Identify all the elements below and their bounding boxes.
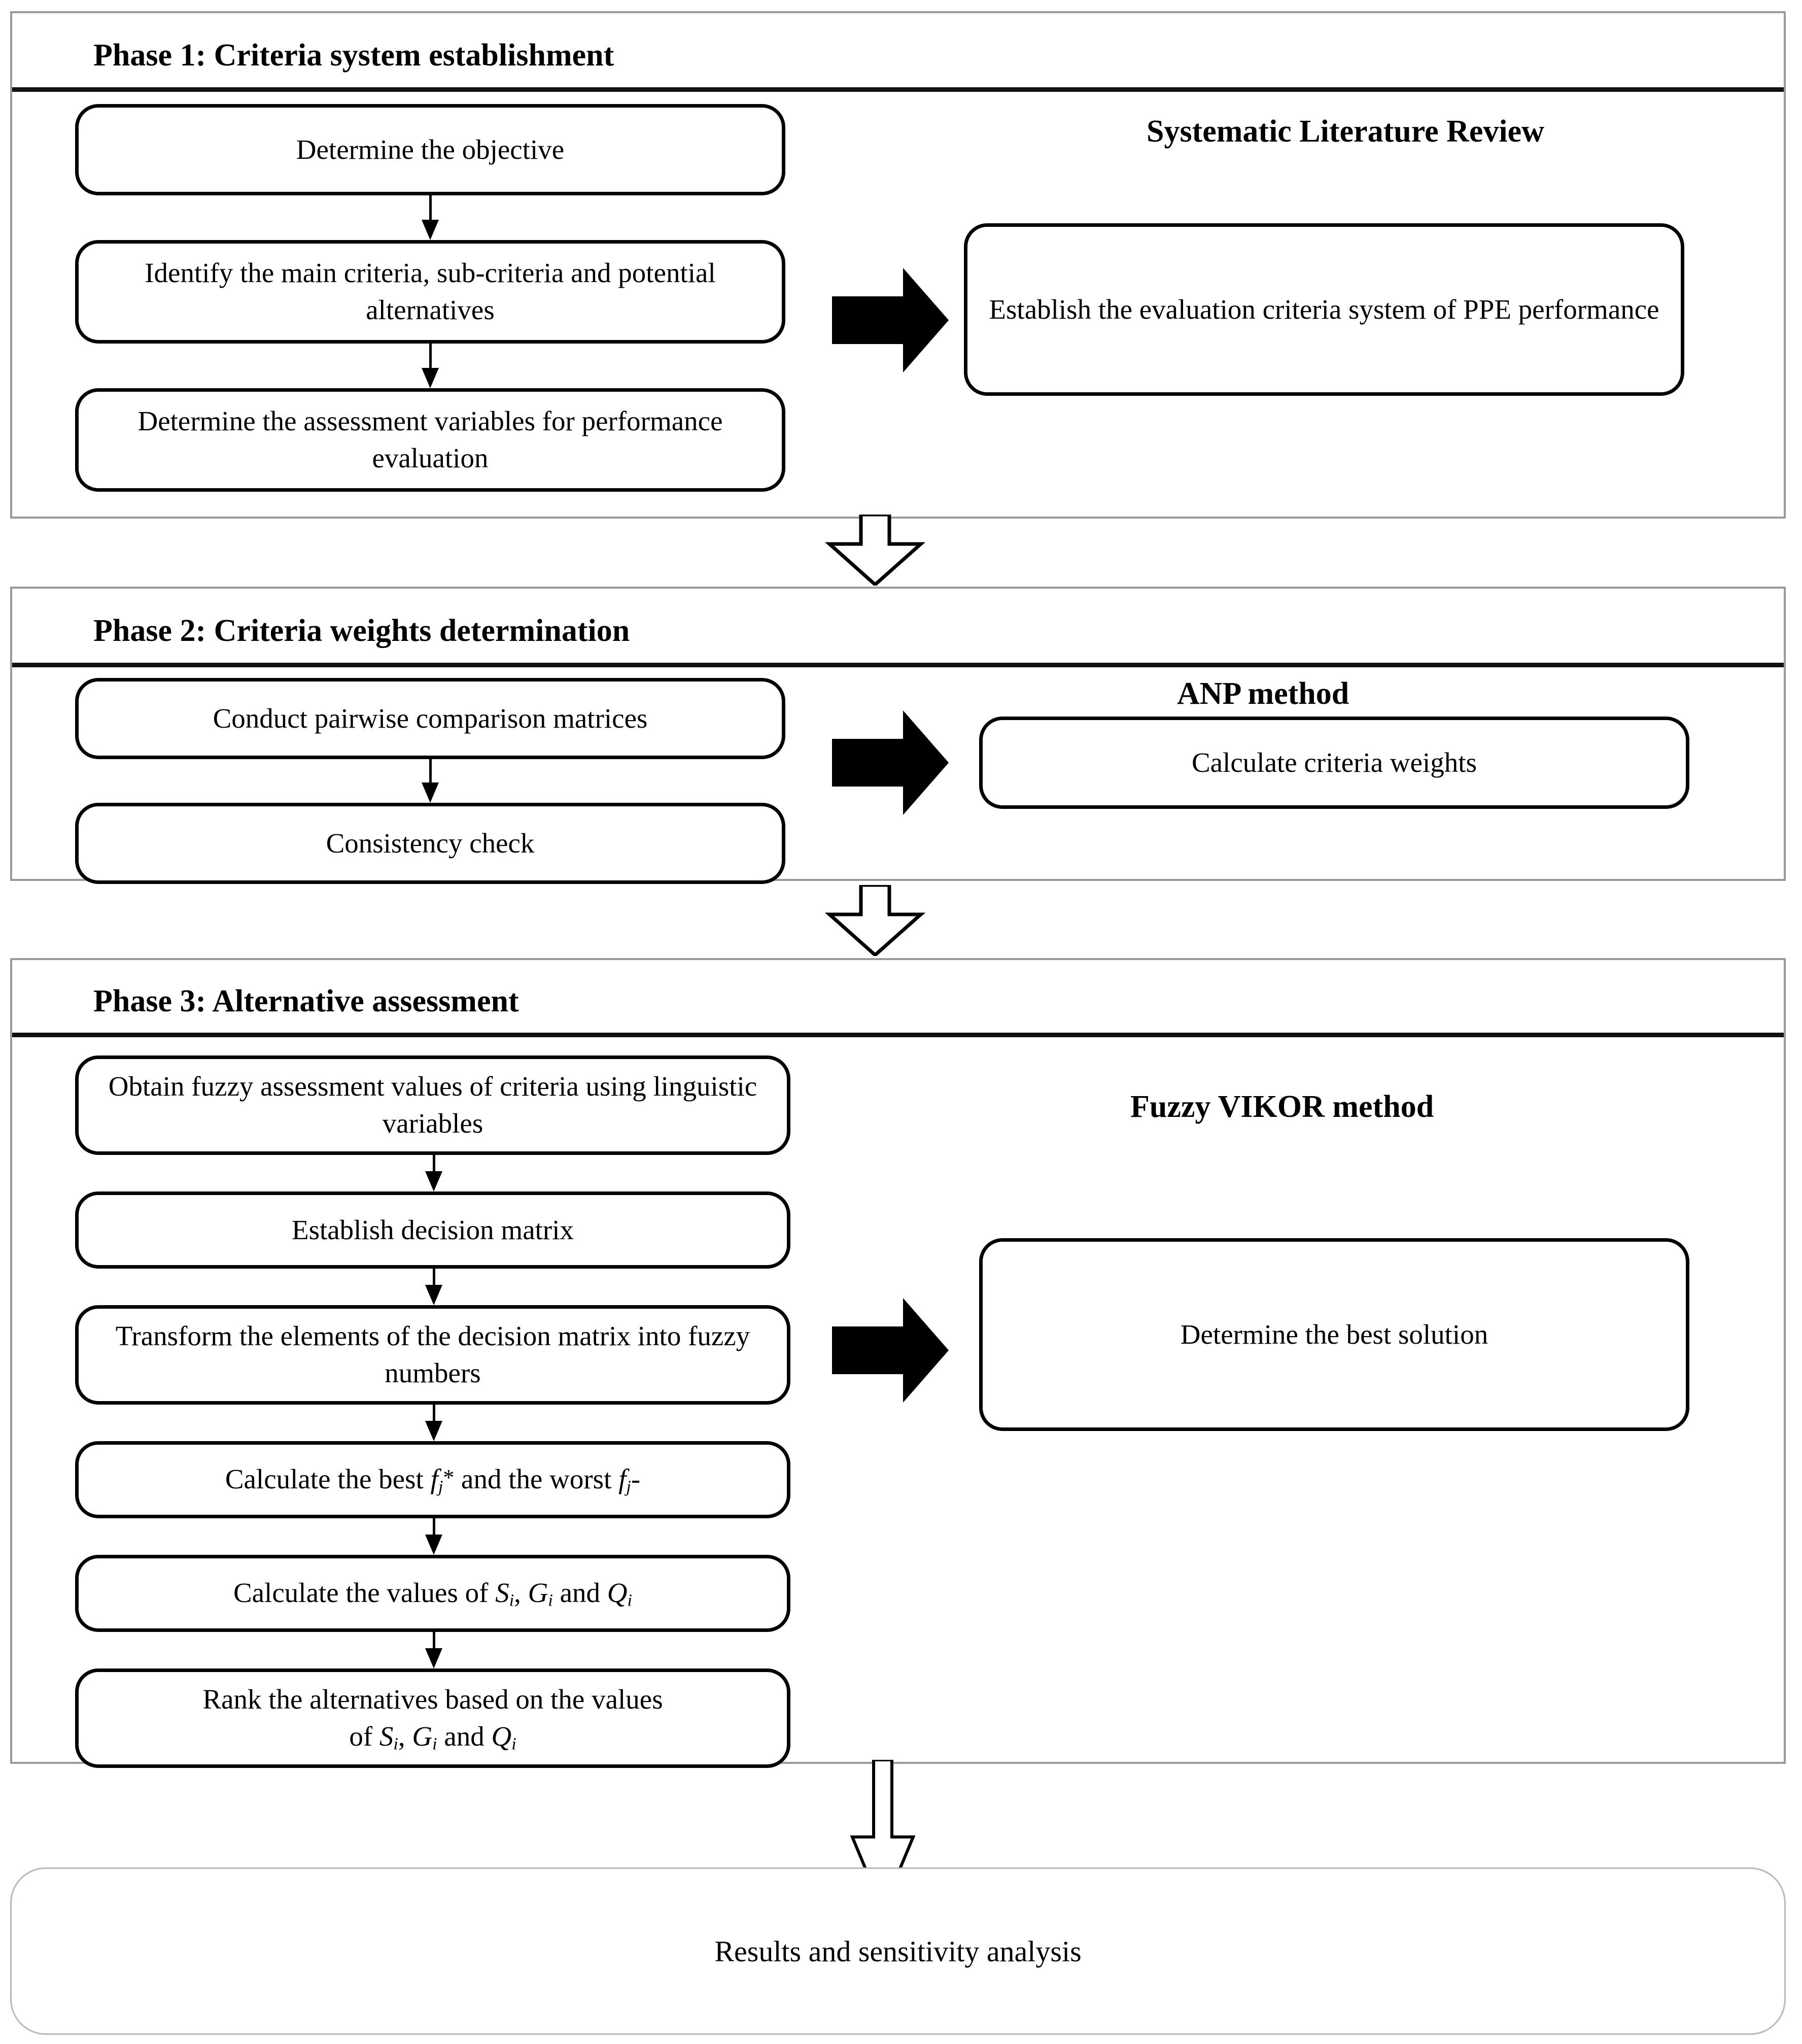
- p3s5-si: i: [509, 1591, 514, 1610]
- p3s6-s: S: [379, 1720, 394, 1752]
- phase-1-step-2-label: Identify the main criteria, sub-criteria…: [145, 257, 716, 325]
- phase-1-step-2[interactable]: Identify the main criteria, sub-criteria…: [75, 240, 785, 344]
- phase-2-step-1-label: Conduct pairwise comparison matrices: [213, 702, 648, 734]
- p3s4-star: *: [443, 1465, 455, 1490]
- phase-3-step-4[interactable]: Calculate the best fj* and the worst fj-: [75, 1441, 790, 1518]
- phase-3-step-1-label: Obtain fuzzy assessment values of criter…: [108, 1071, 757, 1139]
- p3s5-q: Q: [607, 1577, 628, 1609]
- p3s5-gi: i: [548, 1591, 553, 1610]
- p3s4-j2: j: [626, 1477, 631, 1496]
- phase-3-step-3[interactable]: Transform the elements of the decision m…: [75, 1305, 790, 1405]
- phase-1-step-1[interactable]: Determine the objective: [75, 104, 785, 195]
- phase-1-title-bar: [12, 13, 1784, 92]
- p3s5-c1: ,: [514, 1577, 528, 1609]
- phase-1-block-right-arrow-icon: [832, 268, 949, 372]
- p3s6-g: G: [412, 1720, 433, 1752]
- p3s4-mid: and the worst: [454, 1463, 619, 1495]
- p3s4-minus: -: [631, 1463, 641, 1495]
- phase-3-block-right-arrow-icon: [832, 1298, 949, 1403]
- phase-3-connector-5: [424, 1632, 444, 1668]
- p3s5-s: S: [495, 1577, 509, 1609]
- p3s4-f2: f: [618, 1463, 627, 1495]
- phase-3-connector-4: [424, 1518, 444, 1555]
- phase-3-step-5-label: Calculate the values of Si, Gi and Qi: [93, 1575, 773, 1612]
- p3s6-qi: i: [511, 1734, 516, 1754]
- phase-3-method-caption: Fuzzy VIKOR method: [1130, 1089, 1434, 1124]
- phase-2-outcome[interactable]: Calculate criteria weights: [979, 717, 1689, 809]
- phase-2-connector-1: [420, 759, 440, 803]
- phase-2-step-1[interactable]: Conduct pairwise comparison matrices: [75, 678, 785, 759]
- phase-1-outcome-label: Establish the evaluation criteria system…: [989, 293, 1659, 325]
- phase-3-step-4-label: Calculate the best fj* and the worst fj-: [93, 1461, 773, 1498]
- phase-1-step-3-label: Determine the assessment variables for p…: [137, 405, 723, 473]
- phase-3-outcome-label: Determine the best solution: [1180, 1318, 1488, 1350]
- phase-3-step-2-label: Establish decision matrix: [291, 1214, 574, 1245]
- phase-1-connector-1: [420, 195, 440, 240]
- phase-3-outcome[interactable]: Determine the best solution: [979, 1238, 1689, 1431]
- phase-1-method-caption: Systematic Literature Review: [1147, 114, 1544, 149]
- phase-3-title-bar: [12, 960, 1784, 1037]
- phase-2-title: Phase 2: Criteria weights determination: [93, 614, 630, 648]
- phase-1-outcome[interactable]: Establish the evaluation criteria system…: [964, 223, 1684, 396]
- p3s6-line1: Rank the alternatives based on the value…: [202, 1683, 663, 1715]
- phase-3-step-3-label: Transform the elements of the decision m…: [115, 1320, 750, 1388]
- p3s4-f1: f: [430, 1463, 438, 1495]
- p3s6-c1: ,: [398, 1720, 412, 1752]
- final-result-box[interactable]: Results and sensitivity analysis: [10, 1867, 1786, 2035]
- phase-1-step-1-label: Determine the objective: [296, 133, 565, 165]
- phase-2-step-2-label: Consistency check: [326, 827, 535, 859]
- phase-2-method-caption: ANP method: [1177, 676, 1349, 711]
- phase-1-step-3[interactable]: Determine the assessment variables for p…: [75, 388, 785, 492]
- phase-3-step-5[interactable]: Calculate the values of Si, Gi and Qi: [75, 1555, 790, 1632]
- p3s6-q: Q: [491, 1720, 512, 1752]
- p3s4-j1: j: [438, 1477, 443, 1496]
- phase-3-step-1[interactable]: Obtain fuzzy assessment values of criter…: [75, 1055, 790, 1155]
- phase-3-connector-2: [424, 1269, 444, 1305]
- hollow-down-arrow-icon-2: [824, 885, 926, 956]
- phase-3-title: Phase 3: Alternative assessment: [93, 984, 519, 1018]
- p3s5-lead: Calculate the values of: [233, 1577, 496, 1609]
- phase-2-outcome-label: Calculate criteria weights: [1192, 746, 1477, 778]
- phase-1-title: Phase 1: Criteria system establishment: [93, 38, 614, 73]
- phase-1-connector-2: [420, 344, 440, 388]
- p3s4-lead: Calculate the best: [225, 1463, 431, 1495]
- phase-3-connector-3: [424, 1405, 444, 1441]
- p3s5-g: G: [528, 1577, 548, 1609]
- phase-2-block-right-arrow-icon: [832, 710, 949, 815]
- p3s5-c2: and: [552, 1577, 607, 1609]
- phase-3-step-2[interactable]: Establish decision matrix: [75, 1191, 790, 1269]
- p3s6-gi: i: [432, 1734, 437, 1754]
- phase-3-step-6-label: Rank the alternatives based on the value…: [93, 1681, 773, 1755]
- phase-2-title-bar: [12, 589, 1784, 667]
- hollow-down-arrow-icon-1: [824, 515, 926, 586]
- p3s5-qi: i: [627, 1591, 632, 1610]
- p3s6-c2: and: [437, 1720, 492, 1752]
- final-result-label: Results and sensitivity analysis: [714, 1934, 1082, 1968]
- p3s6-si: i: [393, 1734, 398, 1754]
- phase-3-step-6[interactable]: Rank the alternatives based on the value…: [75, 1668, 790, 1768]
- p3s6-lead: of: [349, 1720, 379, 1752]
- phase-3-connector-1: [424, 1155, 444, 1191]
- phase-2-step-2[interactable]: Consistency check: [75, 803, 785, 884]
